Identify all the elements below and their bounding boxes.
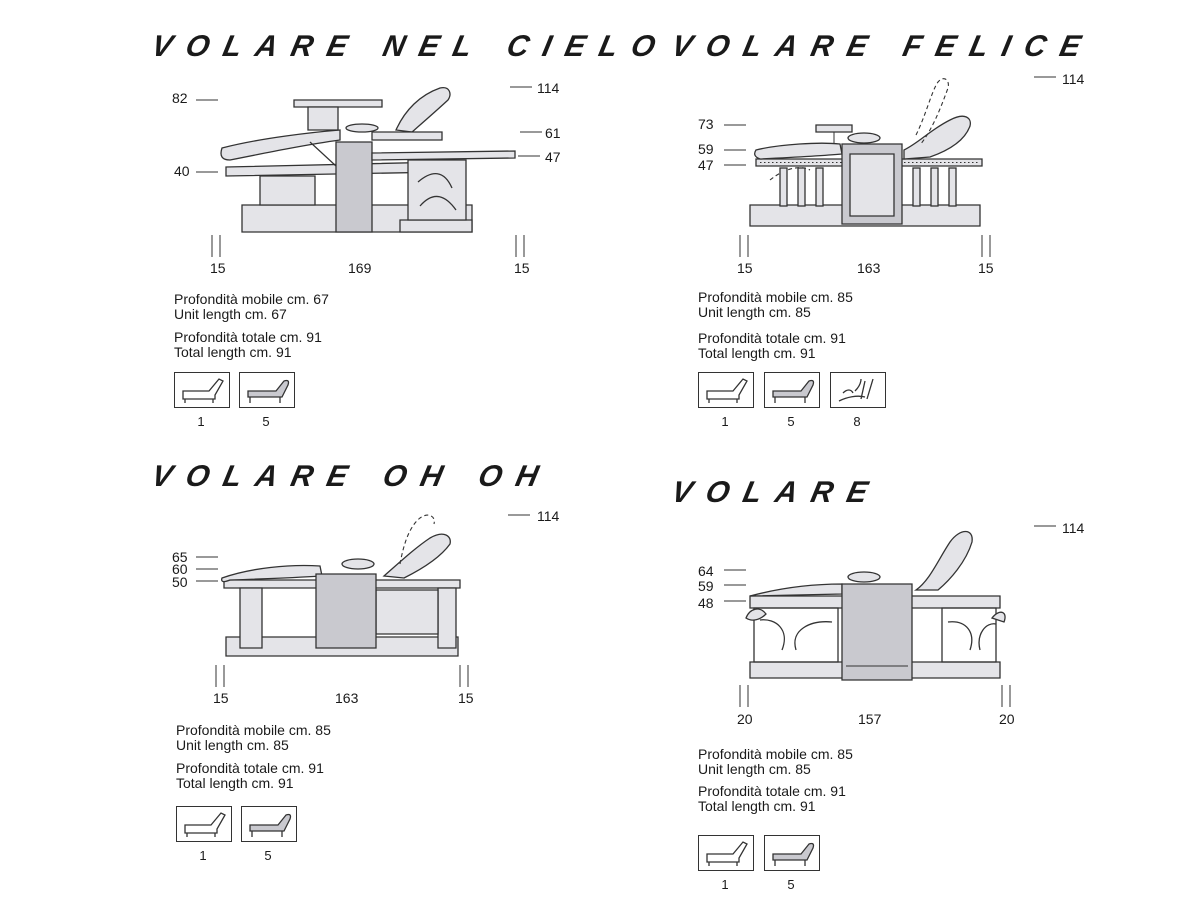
width-tick-marks xyxy=(739,235,991,257)
unit-length-en: Unit length cm. 67 xyxy=(174,306,287,322)
height-label: 114 xyxy=(537,80,560,96)
total-length-it: Profondità totale cm. 91 xyxy=(174,329,322,345)
option-icon-sofa-filled xyxy=(764,835,820,871)
height-label: 59 xyxy=(698,141,714,157)
height-label: 82 xyxy=(172,90,188,106)
height-label: 40 xyxy=(174,163,190,179)
option-number: 5 xyxy=(262,414,270,429)
option-number: 8 xyxy=(853,414,861,429)
height-label: 114 xyxy=(1062,71,1085,87)
unit-length-it: Profondità mobile cm. 85 xyxy=(698,746,853,762)
width-label: 15 xyxy=(458,690,474,706)
width-tick-marks xyxy=(739,685,1011,707)
option-icon-sofa-filled xyxy=(239,372,295,408)
width-label: 163 xyxy=(857,260,881,276)
total-length-en: Total length cm. 91 xyxy=(176,775,294,791)
width-label: 169 xyxy=(348,260,372,276)
sofa-drawing-volare-nel-cielo xyxy=(196,86,542,233)
total-length-it: Profondità totale cm. 91 xyxy=(176,760,324,776)
height-label: 50 xyxy=(172,574,188,590)
width-label: 20 xyxy=(999,711,1015,727)
height-label: 114 xyxy=(537,508,560,524)
option-icon-sofa-filled xyxy=(764,372,820,408)
height-label: 73 xyxy=(698,116,714,132)
panel-volare-felice: VOLARE FELICE 73 59 47 114 xyxy=(620,20,1160,460)
height-label: 59 xyxy=(698,578,714,594)
height-label: 65 xyxy=(172,549,188,565)
option-number: 5 xyxy=(787,877,795,892)
height-label: 47 xyxy=(545,149,561,165)
width-label: 15 xyxy=(737,260,753,276)
panel-volare-nel-cielo: VOLARE NEL CIELO 82 40 114 61 47 xyxy=(100,20,673,460)
unit-length-en: Unit length cm. 85 xyxy=(698,761,811,777)
total-length-en: Total length cm. 91 xyxy=(698,345,816,361)
option-number: 1 xyxy=(197,414,205,429)
height-label: 64 xyxy=(698,563,714,579)
option-icon-sofa-filled xyxy=(241,806,297,842)
width-label: 15 xyxy=(514,260,530,276)
height-label: 61 xyxy=(545,125,561,141)
height-label: 60 xyxy=(172,561,188,577)
height-label: 47 xyxy=(698,157,714,173)
unit-length-en: Unit length cm. 85 xyxy=(176,737,289,753)
width-label: 20 xyxy=(737,711,753,727)
total-length-it: Profondità totale cm. 91 xyxy=(698,330,846,346)
option-number: 5 xyxy=(264,848,272,863)
unit-length-en: Unit length cm. 85 xyxy=(698,304,811,320)
total-length-en: Total length cm. 91 xyxy=(174,344,292,360)
width-label: 163 xyxy=(335,690,359,706)
option-number: 1 xyxy=(721,877,729,892)
width-label: 157 xyxy=(858,711,882,727)
option-number: 1 xyxy=(199,848,207,863)
height-label: 114 xyxy=(1062,520,1085,536)
total-length-it: Profondità totale cm. 91 xyxy=(698,783,846,799)
option-icon-sofa-outline xyxy=(176,806,232,842)
option-icon-sofa-outline xyxy=(698,835,754,871)
unit-length-it: Profondità mobile cm. 85 xyxy=(176,722,331,738)
option-icon-sofa-outline xyxy=(698,372,754,408)
width-tick-marks xyxy=(211,235,525,257)
panel-volare: VOLARE 64 59 48 114 20 157 20 Profondità… xyxy=(620,450,1160,892)
width-tick-marks xyxy=(215,665,469,687)
option-icon-sofa-outline xyxy=(174,372,230,408)
width-label: 15 xyxy=(213,690,229,706)
option-number: 1 xyxy=(721,414,729,429)
total-length-en: Total length cm. 91 xyxy=(698,798,816,814)
sofa-drawing-volare xyxy=(724,525,1056,681)
sofa-drawing-volare-felice xyxy=(724,76,1056,227)
option-icon-recline-motion xyxy=(830,372,886,408)
panel-volare-oh-oh: VOLARE OH OH 65 60 50 114 15 163 15 Prof… xyxy=(100,450,640,890)
unit-length-it: Profondità mobile cm. 67 xyxy=(174,291,329,307)
sofa-drawing-volare-oh-oh xyxy=(196,514,530,657)
unit-length-it: Profondità mobile cm. 85 xyxy=(698,289,853,305)
height-label: 48 xyxy=(698,595,714,611)
width-label: 15 xyxy=(210,260,226,276)
option-number: 5 xyxy=(787,414,795,429)
width-label: 15 xyxy=(978,260,994,276)
